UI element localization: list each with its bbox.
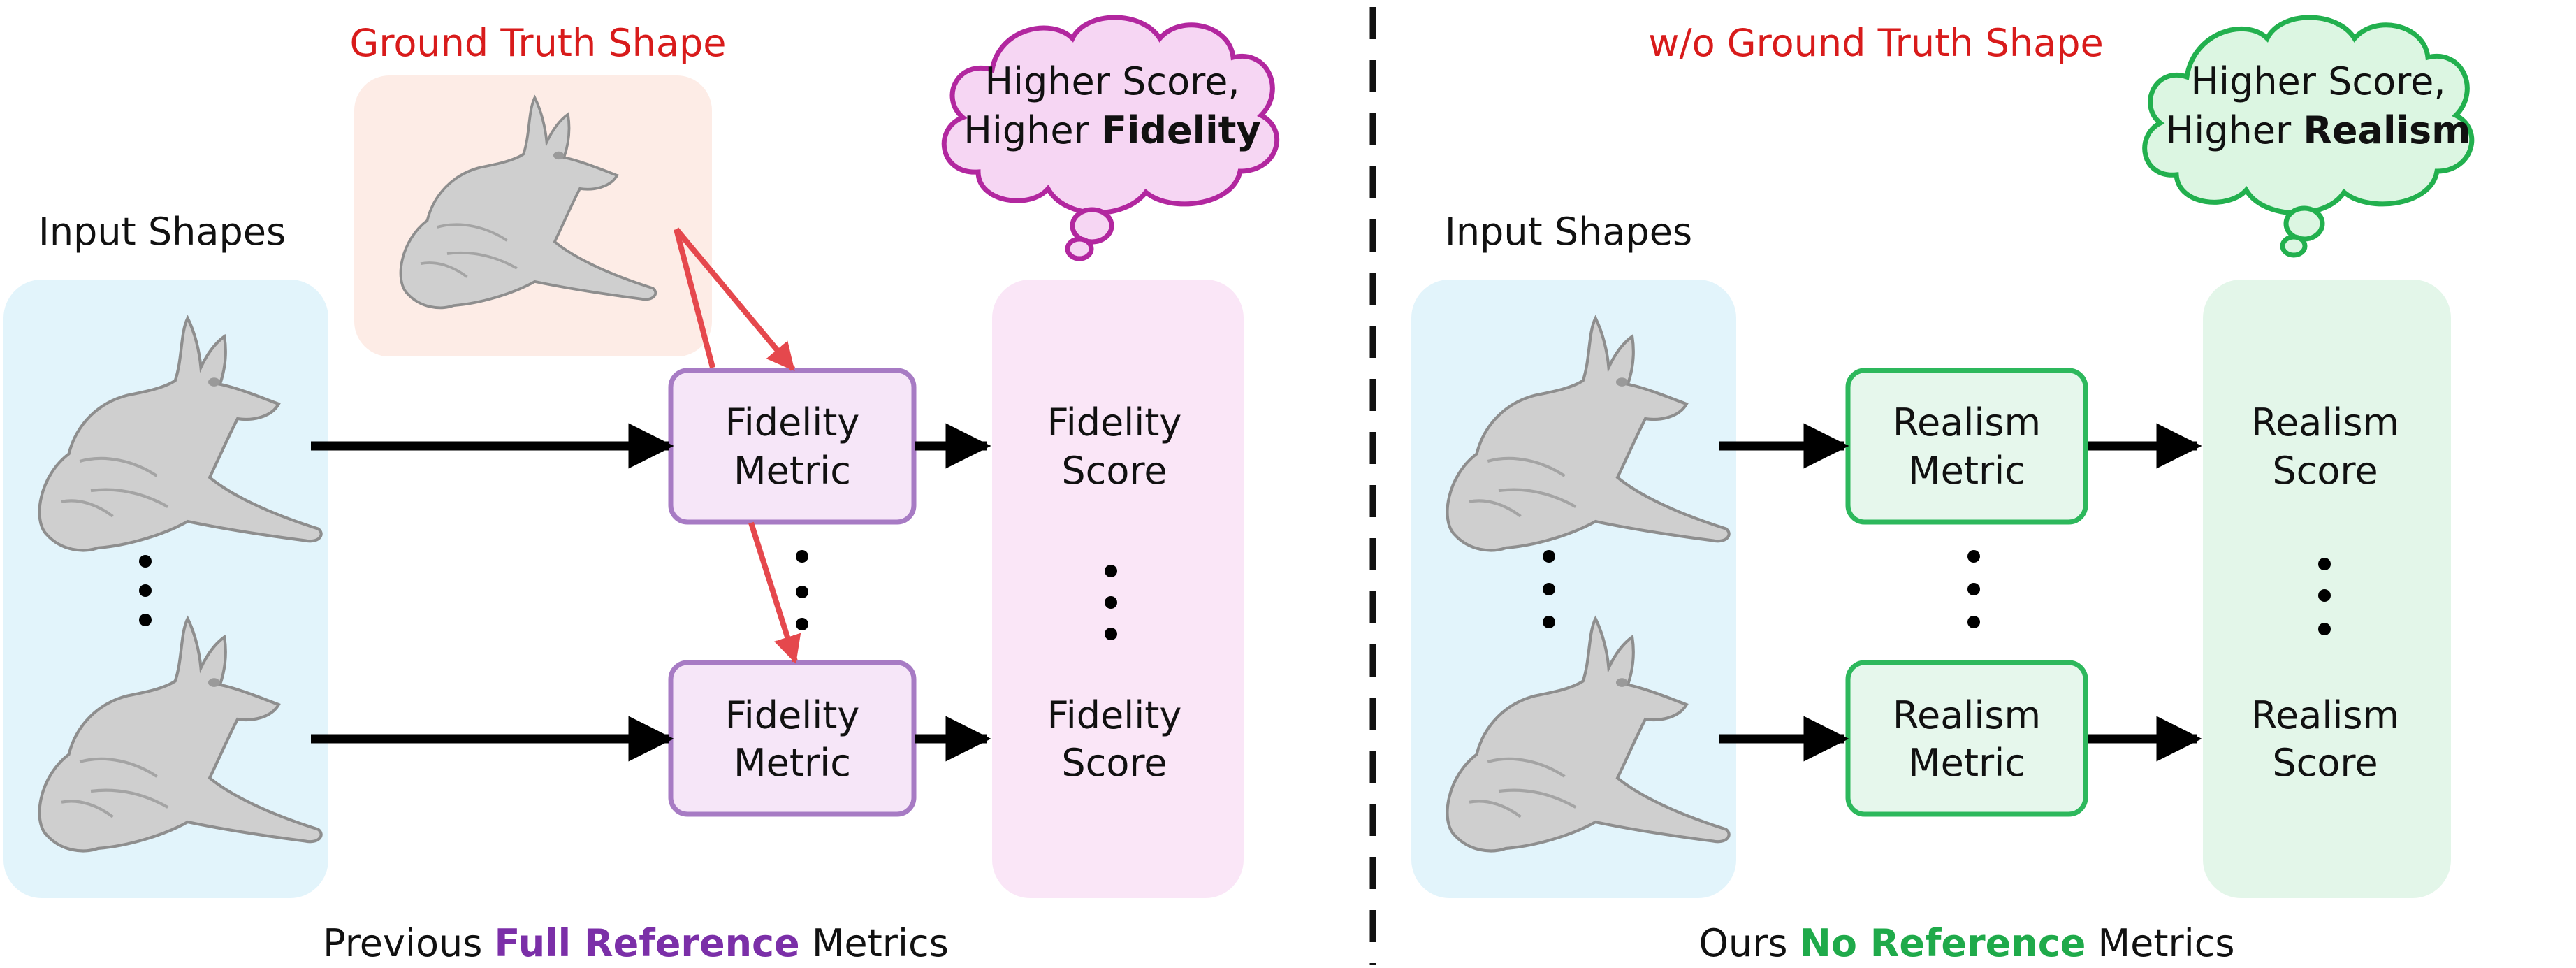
left-caption-highlight: Full Reference bbox=[495, 921, 800, 965]
left-gt-title: Ground Truth Shape bbox=[350, 21, 727, 65]
left-metric-top-line2: Metric bbox=[734, 449, 851, 493]
right-score-panel bbox=[2203, 280, 2451, 898]
right-caption: Ours No Reference Metrics bbox=[1698, 921, 2234, 965]
left-thought-cloud bbox=[941, 15, 1280, 261]
left-score-top-line1: Fidelity bbox=[1047, 400, 1182, 445]
right-thought-cloud bbox=[2142, 15, 2475, 258]
right-metric-top-line1: Realism bbox=[1893, 400, 2041, 445]
right-metric-top-line2: Metric bbox=[1908, 449, 2025, 493]
left-metric-ellipsis bbox=[796, 550, 808, 630]
left-metric-box-top bbox=[668, 368, 917, 525]
right-thought-line2-bold: Realism bbox=[2303, 108, 2471, 152]
left-metric-bottom-line1: Fidelity bbox=[725, 693, 860, 737]
right-thought-line1: Higher Score, bbox=[2190, 59, 2445, 103]
right-score-bottom-line2: Score bbox=[2272, 741, 2378, 785]
right-metric-box-top bbox=[1845, 368, 2088, 525]
left-caption: Previous Full Reference Metrics bbox=[323, 921, 949, 965]
left-gt-arrow-down bbox=[748, 521, 801, 664]
right-metric-bottom-line1: Realism bbox=[1893, 693, 2041, 737]
left-thought-line2-bold: Fidelity bbox=[1101, 108, 1261, 152]
left-thought-line1: Higher Score, bbox=[984, 59, 1239, 103]
right-score-top-line1: Realism bbox=[2251, 400, 2399, 445]
right-input-title: Input Shapes bbox=[1445, 210, 1692, 254]
left-score-bottom-line2: Score bbox=[1061, 741, 1167, 785]
right-metric-ellipsis bbox=[1967, 550, 1980, 628]
left-caption-suffix: Metrics bbox=[800, 921, 949, 965]
right-gt-title: w/o Ground Truth Shape bbox=[1648, 21, 2103, 65]
right-score-ellipsis bbox=[2318, 558, 2331, 635]
left-caption-prefix: Previous bbox=[323, 921, 494, 965]
left-metric-box-bottom bbox=[668, 660, 917, 817]
left-gt-arrow-to-metric-top bbox=[674, 227, 796, 372]
right-metric-bottom-line2: Metric bbox=[1908, 741, 2025, 785]
right-input-ellipsis bbox=[1543, 550, 1555, 628]
left-score-panel bbox=[992, 280, 1244, 898]
left-gt-arrow-to-metric-bottom bbox=[674, 228, 715, 369]
left-input-ellipsis bbox=[139, 555, 152, 626]
left-thought-line2: Higher Fidelity bbox=[963, 108, 1260, 152]
right-caption-highlight: No Reference bbox=[1800, 921, 2086, 965]
right-thought-line2-prefix: Higher bbox=[2166, 108, 2304, 152]
left-score-top-line2: Score bbox=[1061, 449, 1167, 493]
right-score-top-line2: Score bbox=[2272, 449, 2378, 493]
right-score-bottom-line1: Realism bbox=[2251, 693, 2399, 737]
left-metric-top-line1: Fidelity bbox=[725, 400, 860, 445]
right-thought-line2: Higher Realism bbox=[2166, 108, 2471, 152]
right-caption-prefix: Ours bbox=[1698, 921, 1799, 965]
right-metric-box-bottom bbox=[1845, 660, 2088, 817]
left-score-bottom-line1: Fidelity bbox=[1047, 693, 1182, 737]
left-input-title: Input Shapes bbox=[38, 210, 286, 254]
left-thought-line2-prefix: Higher bbox=[963, 108, 1101, 152]
right-caption-suffix: Metrics bbox=[2086, 921, 2234, 965]
left-metric-bottom-line2: Metric bbox=[734, 741, 851, 785]
left-score-ellipsis bbox=[1105, 565, 1117, 640]
